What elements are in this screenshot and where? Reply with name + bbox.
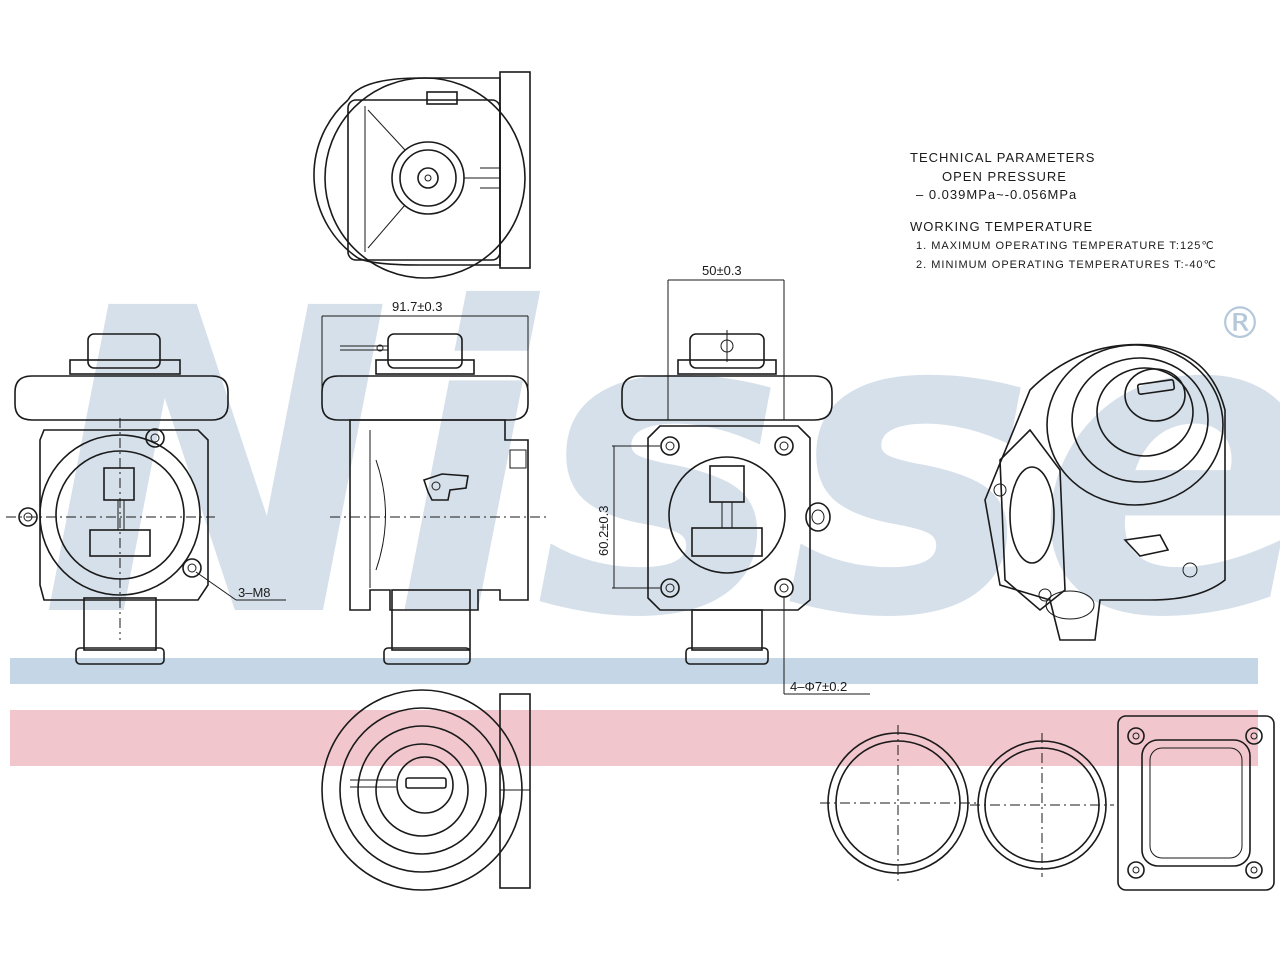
front-view-flange: 50±0.3 60.2±0.3 4–Φ7±0.2 [596,263,870,695]
brand-stripe-blue [10,658,1258,684]
registered-mark: ® [1218,298,1262,349]
top-width-dimension: 50±0.3 [702,263,742,278]
gasket-round-small [970,733,1114,877]
top-view [313,71,531,279]
brand-watermark: Nissens [40,221,1280,710]
working-temperature-heading: WORKING TEMPERATURE [910,219,1093,234]
front-view-left: 3–M8 [6,333,286,665]
thread-callout: 3–M8 [238,585,271,600]
working-temperature-item-2: 2. MINIMUM OPERATING TEMPERATURES T:-40℃ [916,259,1217,271]
front-height-dimension: 60.2±0.3 [596,505,611,556]
gasket-square [1117,715,1275,891]
brand-stripe-red [10,710,1258,766]
open-pressure-label: OPEN PRESSURE [942,169,1067,184]
isometric-view [984,343,1226,641]
bottom-view [321,689,531,891]
side-width-dimension: 91.7±0.3 [392,299,443,314]
hole-callout: 4–Φ7±0.2 [790,679,847,694]
open-pressure-value: – 0.039MPa~-0.056MPa [916,187,1077,202]
technical-parameters-heading: TECHNICAL PARAMETERS [910,150,1095,165]
working-temperature-item-1: 1. MAXIMUM OPERATING TEMPERATURE T:125℃ [916,240,1215,252]
side-view: 91.7±0.3 [321,299,548,665]
technical-parameters-block: TECHNICAL PARAMETERS OPEN PRESSURE – 0.0… [910,150,1217,271]
gasket-round-large [820,725,976,881]
